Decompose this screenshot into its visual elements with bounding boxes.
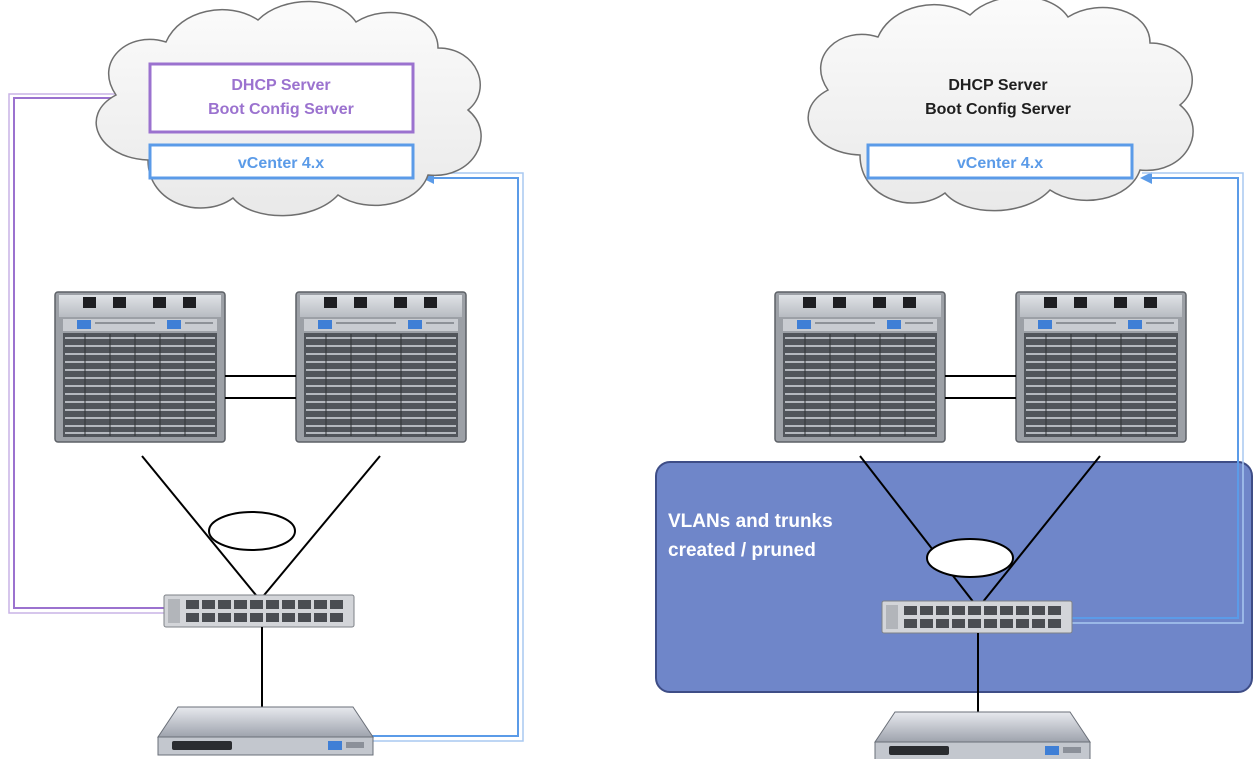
access-switch-icon (881, 600, 1073, 634)
vlan-note-line1: VLANs and trunks (668, 511, 833, 532)
vcenter-label: vCenter 4.x (238, 155, 324, 172)
vlan-note-line2: created / pruned (668, 540, 816, 561)
modular-switch-chassis-icon (295, 291, 467, 443)
uplink-lines (141, 455, 381, 601)
modular-switch-chassis-icon (1015, 291, 1187, 443)
blue-vcenter-flow-line (1070, 172, 1239, 619)
vcenter-box (148, 143, 415, 180)
server-host-icon (874, 711, 1091, 759)
right-diagram: DHCP Server Boot Config Server vCenter 4… (655, 0, 1253, 759)
vcenter-box (866, 143, 1134, 180)
interconnect-links (225, 375, 296, 399)
port-channel-ellipse (926, 538, 1014, 578)
server-host-icon (157, 706, 374, 756)
modular-switch-chassis-icon (774, 291, 946, 443)
interconnect-links (945, 375, 1016, 399)
uplink-lines (859, 455, 1101, 609)
port-channel-ellipse (208, 511, 296, 551)
left-diagram: DHCP Server Boot Config Server vCenter 4… (8, 0, 524, 756)
blue-vcenter-flow-line (372, 172, 519, 737)
dhcp-boot-server-box (148, 62, 415, 134)
vcenter-label: vCenter 4.x (957, 155, 1043, 172)
purple-dhcp-flow-line (13, 92, 164, 609)
dhcp-server-label: DHCP Server (231, 77, 330, 94)
dhcp-server-label: DHCP Server (948, 77, 1047, 94)
boot-config-server-label: Boot Config Server (925, 101, 1071, 118)
modular-switch-chassis-icon (54, 291, 226, 443)
boot-config-server-label: Boot Config Server (208, 101, 354, 118)
access-switch-icon (163, 594, 355, 628)
